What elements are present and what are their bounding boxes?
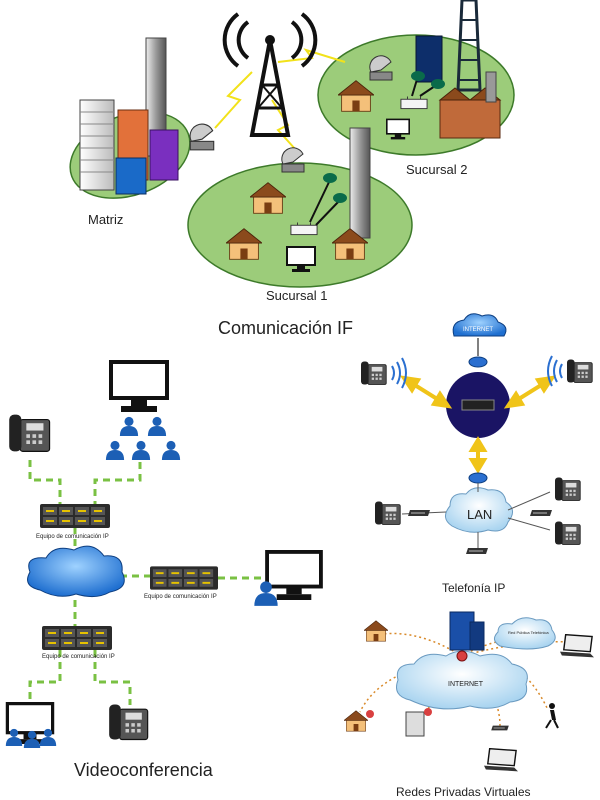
vpn-walking-person-icon (545, 703, 559, 729)
vpn-telephone-cloud-icon (494, 617, 556, 650)
top-title: Comunicación IF (218, 318, 353, 338)
video-device-label-right: Equipo de comunicación IP (144, 594, 217, 600)
telefonia-phone-left-icon (360, 361, 387, 385)
video-device-top-icon (40, 504, 110, 528)
video-device-label-bottom: Equipo de comunicación IP (42, 654, 115, 660)
wireless-links (214, 48, 346, 151)
antenna-tower-icon (222, 12, 318, 137)
video-phone-bottom-icon (108, 703, 149, 741)
telefonia-internet-cloud-icon (452, 313, 507, 337)
video-screen-top-icon (111, 362, 167, 412)
video-people-bottom-icon (5, 728, 57, 748)
sucursal1-label: Sucursal 1 (266, 288, 327, 303)
vpn-section: INTERNET Red Pública Telefónica (344, 611, 594, 799)
vpn-hq-building-icon (449, 611, 485, 662)
top-network-section: Matriz Sucursal 1 Sucursal 2 Comunicació… (69, 0, 515, 338)
telefonia-lan-phone-icon (554, 477, 581, 501)
video-people-group-icon (105, 416, 181, 460)
video-title: Videoconferencia (74, 760, 214, 780)
vpn-laptop-bottom-icon (484, 748, 518, 772)
vpn-server-icon (405, 708, 432, 737)
telefonia-top-router-icon (468, 356, 488, 368)
telefonia-lan-cloud-icon (445, 487, 513, 533)
telefonia-lan-router-icon (468, 472, 488, 484)
video-cloud-icon (27, 545, 125, 598)
sucursal2-label: Sucursal 2 (406, 162, 467, 177)
vpn-internet-label: INTERNET (448, 681, 484, 688)
vpn-telephone-cloud-label: Red Pública Telefónica (508, 630, 549, 635)
telefonia-lan-label: LAN (467, 507, 492, 522)
switch-icon (530, 510, 552, 516)
vpn-house-left-icon (364, 620, 388, 642)
video-phone-top-icon (8, 414, 51, 452)
telefonia-internet-label: INTERNET (463, 327, 493, 333)
telefonia-core-device-icon (461, 399, 495, 411)
telefonia-phone-right-icon (566, 359, 593, 383)
telefonia-lan-phone-icon (554, 521, 581, 545)
telefonia-arrows (399, 375, 557, 474)
telefonia-signal-left-icon (391, 357, 407, 389)
telefonia-lan-phone-icon (374, 501, 401, 525)
vpn-laptop-right-icon (560, 634, 594, 658)
vpn-title: Redes Privadas Virtuales (396, 785, 531, 799)
switch-icon (408, 510, 430, 516)
video-section: Equipo de comunicación IP Equipo de comu… (5, 362, 321, 780)
switch-icon (466, 548, 488, 554)
video-screen-right-icon (267, 552, 321, 600)
telefonia-title: Telefonía IP (442, 581, 505, 595)
vpn-house-bottom-left-icon (344, 710, 374, 732)
vpn-switch-icon (491, 725, 509, 731)
video-device-right-icon (150, 566, 218, 590)
telefonia-signal-right-icon (547, 355, 563, 387)
video-device-label-top: Equipo de comunicación IP (36, 534, 109, 540)
vpn-internet-cloud-icon (396, 650, 528, 710)
telefonia-section: INTERNET LAN (360, 313, 593, 595)
matriz-buildings-icon (79, 37, 215, 195)
sucursal1-site-icon (226, 127, 371, 272)
matriz-label: Matriz (88, 212, 123, 227)
video-device-bottom-icon (42, 626, 112, 650)
sucursal2-site-icon (338, 0, 502, 140)
